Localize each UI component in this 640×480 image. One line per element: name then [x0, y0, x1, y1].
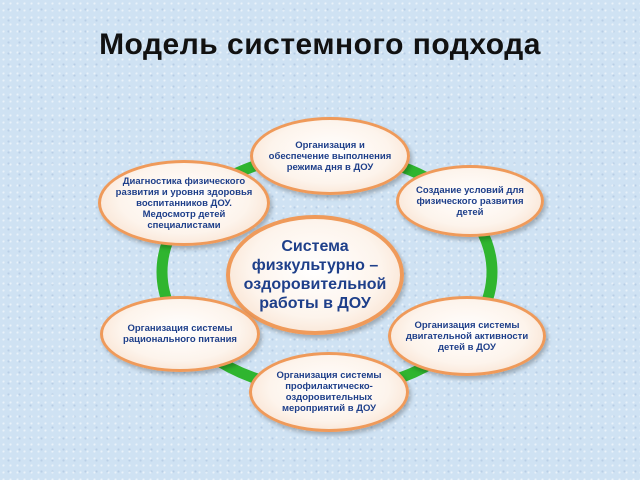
center-node-system: Система физкультурно – оздоровительной р…	[226, 215, 404, 335]
node-nutrition: Организация системы рационального питани…	[100, 296, 260, 372]
node-motor-activity-label: Организация системы двигательной активно…	[405, 319, 529, 353]
node-prevention: Организация системы профилактическо-оздо…	[249, 352, 409, 432]
slide-title: Модель системного подхода	[99, 28, 541, 61]
node-conditions: Создание условий для физического развити…	[396, 165, 544, 237]
center-node-label: Система физкультурно – оздоровительной р…	[243, 238, 387, 312]
node-conditions-label: Создание условий для физического развити…	[416, 184, 524, 218]
node-prevention-label: Организация системы профилактическо-оздо…	[276, 370, 382, 414]
node-nutrition-label: Организация системы рационального питани…	[123, 323, 237, 345]
node-motor-activity: Организация системы двигательной активно…	[388, 296, 546, 376]
node-diagnostics-label: Диагностика физического развития и уровн…	[115, 175, 253, 231]
node-diagnostics: Диагностика физического развития и уровн…	[98, 160, 270, 246]
node-daily-regime-label: Организация и обеспечение выполнения реж…	[268, 139, 392, 173]
node-daily-regime: Организация и обеспечение выполнения реж…	[250, 117, 410, 195]
